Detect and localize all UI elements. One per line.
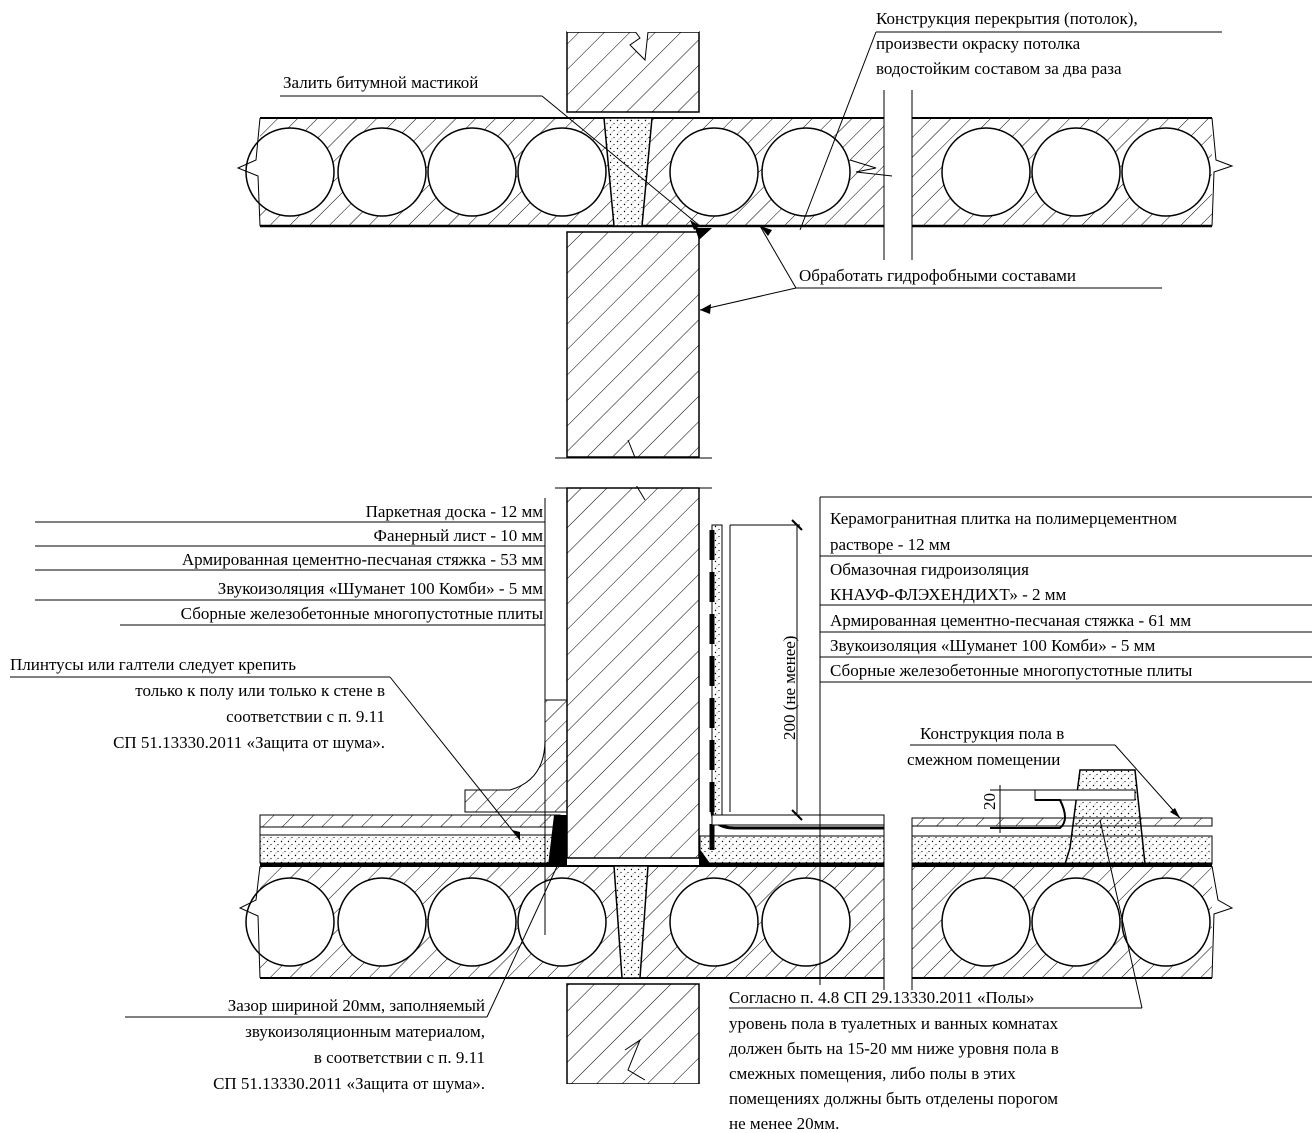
- slab-void-circle: [337, 877, 427, 967]
- slab-void-circle: [1031, 127, 1121, 217]
- leader-lines: [10, 31, 1312, 1018]
- annotation-text: Конструкция перекрытия (потолок), произв…: [10, 9, 1193, 1133]
- left-layer-2: Фанерный лист - 10 мм: [374, 526, 544, 545]
- floors-note-6: не менее 20мм.: [729, 1114, 839, 1133]
- right-layer-3: Обмазочная гидроизоляция: [830, 560, 1029, 579]
- adjacent-floor: [911, 769, 1213, 866]
- ceiling-label-3: водостойким составом за два раза: [876, 59, 1122, 78]
- gap-label-3: в соответствии с п. 9.11: [314, 1048, 485, 1067]
- adjacent-floor-label-2: смежном помещении: [907, 750, 1060, 769]
- slab-void-circle: [427, 877, 517, 967]
- dimension-200: 200 (не менее): [780, 636, 799, 740]
- slab-void-circle: [669, 127, 759, 217]
- slab-void-circle: [517, 127, 607, 217]
- right-layer-4: КНАУФ-ФЛЭХЕНДИХТ» - 2 мм: [830, 585, 1067, 604]
- slab-void-circle: [427, 127, 517, 217]
- dimension-20: 20: [980, 793, 999, 810]
- left-layer-5: Сборные железобетонные многопустотные пл…: [181, 604, 544, 623]
- slab-void-circle: [517, 877, 607, 967]
- plinth-label-4: СП 51.13330.2011 «Защита от шума».: [113, 733, 385, 752]
- left-layer-4: Звукоизоляция «Шуманет 100 Комби» - 5 мм: [218, 579, 543, 598]
- slab-void-circle: [761, 127, 851, 217]
- lower-slab: [238, 820, 1234, 990]
- slab-void-circle: [941, 127, 1031, 217]
- floors-note-4: смежных помещения, либо полы в этих: [729, 1064, 1016, 1083]
- plinth-label-1: Плинтусы или галтели следует крепить: [10, 655, 296, 674]
- slab-void-circle: [941, 877, 1031, 967]
- bitumen-label: Залить битумной мастикой: [283, 73, 478, 92]
- arrow-heads: [512, 220, 1180, 840]
- main-wall: [555, 228, 712, 859]
- adjacent-floor-label-1: Конструкция пола в: [920, 724, 1064, 743]
- slab-void-circle: [669, 877, 759, 967]
- right-layer-2: растворе - 12 мм: [830, 535, 951, 554]
- gap-label-4: СП 51.13330.2011 «Защита от шума».: [213, 1074, 485, 1093]
- right-layer-5: Армированная цементно-песчаная стяжка - …: [830, 611, 1191, 630]
- gap-label-1: Зазор шириной 20мм, заполняемый: [228, 996, 485, 1015]
- lower-wall-stub: [560, 983, 706, 1133]
- plinth-label-3: соответствии с п. 9.11: [226, 707, 385, 726]
- right-layer-6: Звукоизоляция «Шуманет 100 Комби» - 5 мм: [830, 636, 1155, 655]
- right-floor-layers: [699, 519, 885, 866]
- hydrophobic-label: Обработать гидрофобными составами: [799, 266, 1076, 285]
- plinth-label-2: только к полу или только к стене в: [135, 681, 385, 700]
- ceiling-label-1: Конструкция перекрытия (потолок),: [876, 9, 1138, 28]
- slab-void-circle: [1121, 127, 1211, 217]
- slab-void-circle: [245, 877, 335, 967]
- right-layer-1: Керамогранитная плитка на полимерцементн…: [830, 509, 1177, 528]
- left-layer-1: Паркетная доска - 12 мм: [366, 502, 544, 521]
- gap-label-2: звукоизоляционным материалом,: [245, 1022, 485, 1041]
- floors-note-1: Согласно п. 4.8 СП 29.13330.2011 «Полы»: [729, 988, 1034, 1007]
- slab-void-circle: [337, 127, 427, 217]
- slab-void-circle: [761, 877, 851, 967]
- top-slab: [236, 90, 1234, 260]
- slab-void-circle: [1031, 877, 1121, 967]
- slab-void-circle: [245, 127, 335, 217]
- right-layer-7: Сборные железобетонные многопустотные пл…: [830, 661, 1193, 680]
- left-layer-3: Армированная цементно-песчаная стяжка - …: [182, 550, 543, 569]
- floors-note-3: должен быть на 15-20 мм ниже уровня пола…: [729, 1039, 1059, 1058]
- upper-wall-stub: [566, 0, 700, 113]
- floors-note-2: уровень пола в туалетных и ванных комнат…: [729, 1014, 1059, 1033]
- left-floor-layers: [259, 699, 568, 866]
- slab-void-circle: [1121, 877, 1211, 967]
- ceiling-label-2: произвести окраску потолка: [876, 34, 1081, 53]
- floors-note-5: помещениях должны быть отделены порогом: [729, 1089, 1058, 1108]
